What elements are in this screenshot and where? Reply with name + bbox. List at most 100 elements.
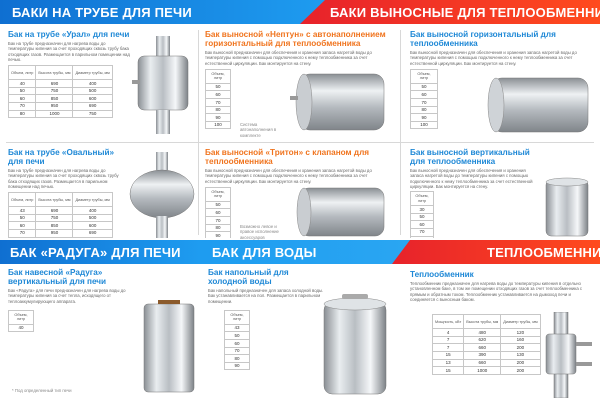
table-cell: 390 xyxy=(463,350,502,360)
exchanger-image xyxy=(545,312,592,398)
table-row: 50 xyxy=(205,82,231,92)
table-cell: 90 xyxy=(205,231,231,238)
table-cell: 1000 xyxy=(35,109,74,119)
table-cell: 660 xyxy=(463,343,502,352)
table-cell: 43 xyxy=(224,323,250,333)
triton-desc: Бак выносной предназначен для обеспечени… xyxy=(205,168,372,184)
band-water-label: БАК ДЛЯ ВОДЫ xyxy=(212,244,317,260)
triton-note: Возможно левое и правое исполнение аксес… xyxy=(240,224,279,240)
table-cell: 600 xyxy=(72,221,113,230)
table-cell: 15 xyxy=(431,350,465,360)
header-diameter: Диаметр трубы, мм xyxy=(500,314,541,330)
header-diameter: Диаметр трубы, мм xyxy=(72,65,113,81)
table-cell: 80 xyxy=(224,354,250,363)
raduga-tank-image xyxy=(143,300,195,393)
ural-desc: Бак на трубе предназначен для нагрева во… xyxy=(8,41,130,62)
horizontal-title: Бак выносной горизонтальный для теплообм… xyxy=(410,30,556,48)
table-cell: 60 xyxy=(224,339,250,348)
table-cell: 30 xyxy=(410,205,434,214)
table-cell: 80 xyxy=(410,235,434,238)
header-volume: Объем, литр xyxy=(224,309,250,325)
table-cell: 70 xyxy=(410,98,438,107)
table-cell: 70 xyxy=(205,98,231,107)
raduga-footnote: * Под определенный тип печи xyxy=(12,388,72,393)
table-row: 30 xyxy=(410,205,434,214)
band-heat-exchanger-label: ТЕПЛООБМЕННИК xyxy=(487,244,600,260)
horizontal-tank-image xyxy=(487,77,589,133)
table-row: 50 xyxy=(205,200,231,210)
table-cell: 50 xyxy=(205,82,231,92)
table-row: 60 xyxy=(410,220,434,229)
table-cell: 600 xyxy=(72,94,113,103)
table-row: 60 xyxy=(224,339,250,348)
table-row: 80 xyxy=(205,223,231,233)
vertical-spec-table: Объем, литр 30 50 60 70 80 90 100 xyxy=(410,191,434,238)
triton-tank-image xyxy=(296,187,385,237)
table-cell: 60 xyxy=(8,94,37,103)
neptun-title: Бак выносной «Нептун» с автонаполнением … xyxy=(205,30,386,48)
table-row: 70 xyxy=(205,216,231,225)
band-pipe-tanks-label: БАКИ НА ТРУБЕ ДЛЯ ПЕЧИ xyxy=(12,4,192,20)
table-cell: 90 xyxy=(410,113,438,122)
section-neptun: Бак выносной «Нептун» с автонаполнением … xyxy=(205,30,395,140)
table-cell: 40 xyxy=(8,323,34,333)
table-cell: 80 xyxy=(410,105,438,115)
neptun-desc: Бак выносной предназначен для обеспечени… xyxy=(205,50,372,66)
header-volume: Объем, литр xyxy=(205,68,231,84)
table-cell: 50 xyxy=(8,213,37,223)
oval-tank-image xyxy=(129,152,195,238)
table-cell: 80 xyxy=(8,109,37,119)
table-cell: 4 xyxy=(431,328,465,337)
table-cell: 690 xyxy=(72,101,113,111)
table-cell: 60 xyxy=(205,90,231,100)
neptun-note: Система автонаполнения в комплекте xyxy=(240,122,277,138)
section-triton: Бак выносной «Тритон» с клапаном для теп… xyxy=(205,148,395,238)
table-cell: 690 xyxy=(35,206,74,215)
table-row: 100 xyxy=(205,120,231,130)
table-row: 40 xyxy=(8,323,34,333)
table-cell: 500 xyxy=(72,213,113,223)
section-horizontal: Бак выносной горизонтальный для теплообм… xyxy=(410,30,596,140)
table-row: 60 xyxy=(205,90,231,100)
table-cell: 1000 xyxy=(463,366,502,375)
table-row: 70 xyxy=(410,227,434,237)
band-remote-tanks: БАКИ ВЫНОСНЫЕ ДЛЯ ТЕПЛООБМЕННИКА xyxy=(300,0,600,24)
floor-tank-image xyxy=(323,294,387,395)
table-row: 60 xyxy=(410,90,438,100)
table-cell: 690 xyxy=(35,79,74,88)
section-raduga: Бак навесной «Радуга» вертикальный для п… xyxy=(8,268,148,388)
section-oval: Бак на трубе «Овальный» для печи Бак на … xyxy=(8,148,126,238)
vertical-tank-image xyxy=(545,177,589,237)
table-row: 80 xyxy=(410,235,434,238)
band-raduga: БАК «РАДУГА» ДЛЯ ПЕЧИ xyxy=(0,240,200,264)
table-cell: 60 xyxy=(410,90,438,100)
table-cell: 70 xyxy=(410,227,434,237)
table-cell: 400 xyxy=(72,79,113,88)
header-height: Высота трубы, мм xyxy=(463,314,502,330)
table-cell: 620 xyxy=(463,335,502,345)
table-cell: 70 xyxy=(8,228,37,238)
horizontal-desc: Бак выносной предназначен для обеспечени… xyxy=(410,50,577,66)
band-raduga-label: БАК «РАДУГА» ДЛЯ ПЕЧИ xyxy=(10,244,181,260)
table-cell: 13 xyxy=(431,358,465,368)
header-volume: Объем, литр xyxy=(8,309,34,325)
band-water: БАК ДЛЯ ВОДЫ xyxy=(200,240,410,264)
table-cell: 60 xyxy=(410,220,434,229)
ural-tank-image xyxy=(132,36,189,134)
table-cell: 7 xyxy=(431,343,465,352)
table-cell: 80 xyxy=(205,223,231,233)
table-row: 80 xyxy=(410,105,438,115)
header-volume: Объем, литр xyxy=(410,68,438,84)
table-cell: 60 xyxy=(205,208,231,218)
floor-title: Бак напольный для холодной воды xyxy=(208,268,289,286)
